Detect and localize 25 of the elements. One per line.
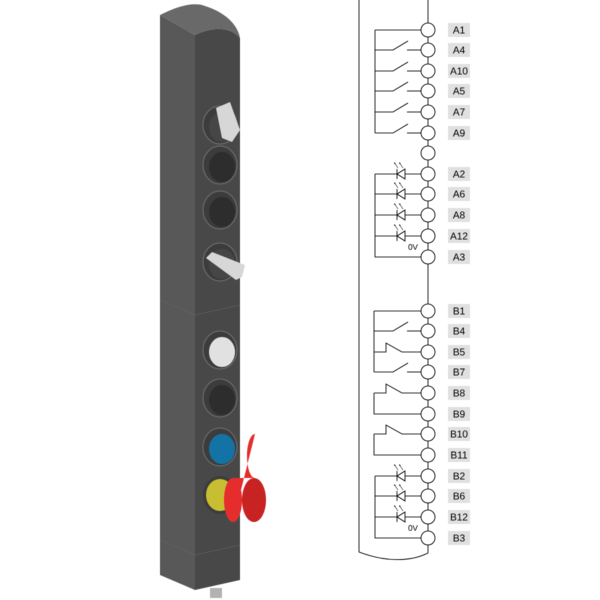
terminal-label: A7 [448,105,470,119]
terminal-label: A3 [448,250,470,264]
terminal-label: B1 [448,304,470,318]
terminal-label: B4 [448,324,470,338]
terminal-label: B3 [448,531,470,545]
terminal-label: B7 [448,365,470,379]
terminal-label: B2 [448,469,470,483]
terminal-label: B6 [448,489,470,503]
terminal-label: A6 [448,187,470,201]
terminal-label: A4 [448,43,470,57]
terminal-label: B10 [448,427,470,441]
terminal-label: B11 [448,448,470,462]
terminal-label: A10 [448,64,470,78]
terminal-label: B5 [448,345,470,359]
voltage-label: 0V [408,525,418,531]
terminal-label: B12 [448,510,470,524]
terminal-label: B9 [448,407,470,421]
terminal-label: B8 [448,386,470,400]
voltage-label: 0V [408,244,418,250]
terminal-label: A8 [448,208,470,222]
terminal-label: A9 [448,126,470,140]
terminal-label: A2 [448,167,470,181]
terminal-label: A12 [448,229,470,243]
terminal-label: A1 [448,23,470,37]
terminal-label: A5 [448,84,470,98]
